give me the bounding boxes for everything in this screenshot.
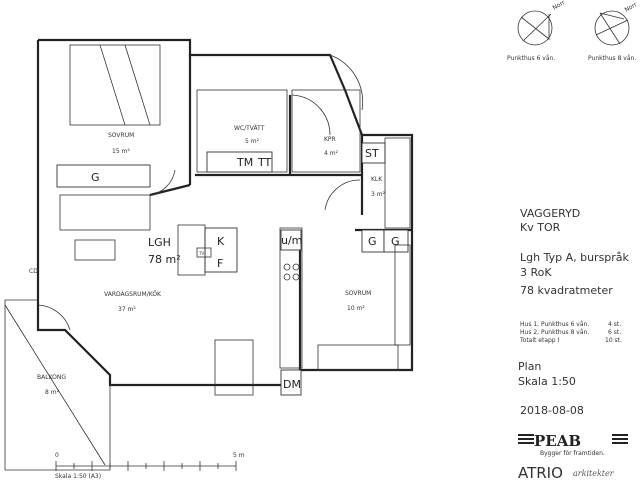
block-name: Kv TOR bbox=[520, 221, 561, 234]
count-value: 4 st. bbox=[608, 321, 621, 328]
room-name-sovrum-2: SOVRUM bbox=[345, 290, 371, 297]
fixture-g: G bbox=[391, 235, 400, 248]
room-area-balkong: 8 m² bbox=[45, 389, 60, 396]
compass-caption-6: Punkthus 6 vån. bbox=[507, 55, 555, 62]
room-area-wc: 5 m² bbox=[245, 138, 260, 145]
fixture-f: F bbox=[217, 257, 223, 270]
fixture-um: u/m bbox=[281, 234, 302, 247]
wardrobe-g bbox=[56, 164, 151, 188]
room-area-sovrum-2: 10 m² bbox=[347, 305, 365, 312]
apartment-area: 78 m² bbox=[148, 253, 181, 266]
room-name-balkong: BALKONG bbox=[37, 374, 66, 381]
bed bbox=[317, 344, 399, 371]
scale-label: Skala 1:50 bbox=[518, 375, 576, 388]
sofa bbox=[59, 194, 151, 231]
room-name-sovrum: SOVRUM bbox=[108, 132, 134, 139]
fixture-st: ST bbox=[365, 147, 379, 160]
atrio-logo: ATRIO arkitekter bbox=[518, 464, 615, 480]
count-value: 6 st. bbox=[608, 329, 621, 336]
scale-bar: 0 5 m Skala 1:50 (A3) bbox=[55, 452, 245, 480]
room-area-sovrum: 15 m² bbox=[112, 148, 130, 155]
compass-8-floors: Norr Punkthus 8 vån. bbox=[588, 1, 639, 62]
washer-dryer bbox=[206, 151, 273, 173]
double-bed bbox=[69, 44, 161, 126]
apartment-label: LGH bbox=[148, 236, 171, 249]
fixture-dm: DM bbox=[283, 378, 301, 391]
room-area-kpr: 4 m² bbox=[324, 150, 339, 157]
fixture-tt: TT bbox=[257, 156, 272, 169]
dining-table bbox=[214, 339, 254, 396]
north-label: Norr bbox=[624, 1, 639, 14]
room-name-kpr: KPR bbox=[324, 136, 336, 143]
fixture-cd: CD bbox=[29, 268, 38, 275]
view-label: Plan bbox=[518, 360, 541, 373]
fixture-k: K bbox=[217, 235, 225, 248]
compass-6-floors: Norr Punkthus 6 vån. bbox=[507, 0, 567, 62]
room-area-klk: 3 m² bbox=[371, 191, 386, 198]
fixture-tm: TM bbox=[236, 156, 253, 169]
peab-logo: PEAB Bygger för framtiden. bbox=[518, 432, 628, 457]
compass-caption-8: Punkthus 8 vån. bbox=[588, 55, 636, 62]
fixture-g: G bbox=[91, 171, 100, 184]
closet-klk bbox=[384, 137, 411, 229]
kitchen-counter bbox=[279, 227, 303, 369]
apartment-size: 78 kvadratmeter bbox=[520, 284, 613, 297]
fixture-tv: TV bbox=[198, 251, 204, 256]
north-label: Norr bbox=[552, 0, 567, 12]
count-value: 10 st. bbox=[605, 337, 622, 344]
room-name-wc: WC/TVÄTT bbox=[234, 125, 265, 132]
room-name-klk: KLK bbox=[371, 176, 383, 183]
count-label: Hus 1, Punkthus 6 vån. bbox=[520, 321, 589, 328]
peab-tagline: Bygger för framtiden. bbox=[540, 450, 605, 457]
coffee-table bbox=[74, 239, 116, 261]
fixture-g: G bbox=[368, 235, 377, 248]
room-count: 3 RoK bbox=[520, 266, 552, 279]
scale-caption: Skala 1:50 (A3) bbox=[55, 473, 101, 480]
atrio-subtitle: arkitekter bbox=[573, 469, 615, 478]
room-area-vardagsrum: 37 m² bbox=[118, 306, 136, 313]
entrance-door bbox=[329, 54, 364, 111]
scale-start: 0 bbox=[55, 452, 59, 459]
atrio-wordmark: ATRIO bbox=[518, 464, 563, 480]
scale-end: 5 m bbox=[233, 452, 245, 459]
count-label: Totalt etapp I bbox=[519, 337, 560, 344]
place-name: VAGGERYD bbox=[520, 207, 580, 220]
wardrobe-g-pair bbox=[383, 229, 409, 253]
info-panel: VAGGERYD Kv TOR Lgh Typ A, burspråk 3 Ro… bbox=[518, 207, 630, 417]
peab-wordmark: PEAB bbox=[534, 432, 581, 450]
apartment-type: Lgh Typ A, burspråk bbox=[520, 251, 630, 264]
count-label: Hus 2, Punkthus 8 vån. bbox=[520, 329, 589, 336]
room-name-vardagsrum: VARDAGSRUM/KÖK bbox=[104, 291, 162, 298]
date-label: 2018-08-08 bbox=[520, 404, 584, 417]
tv-icon bbox=[196, 247, 212, 258]
